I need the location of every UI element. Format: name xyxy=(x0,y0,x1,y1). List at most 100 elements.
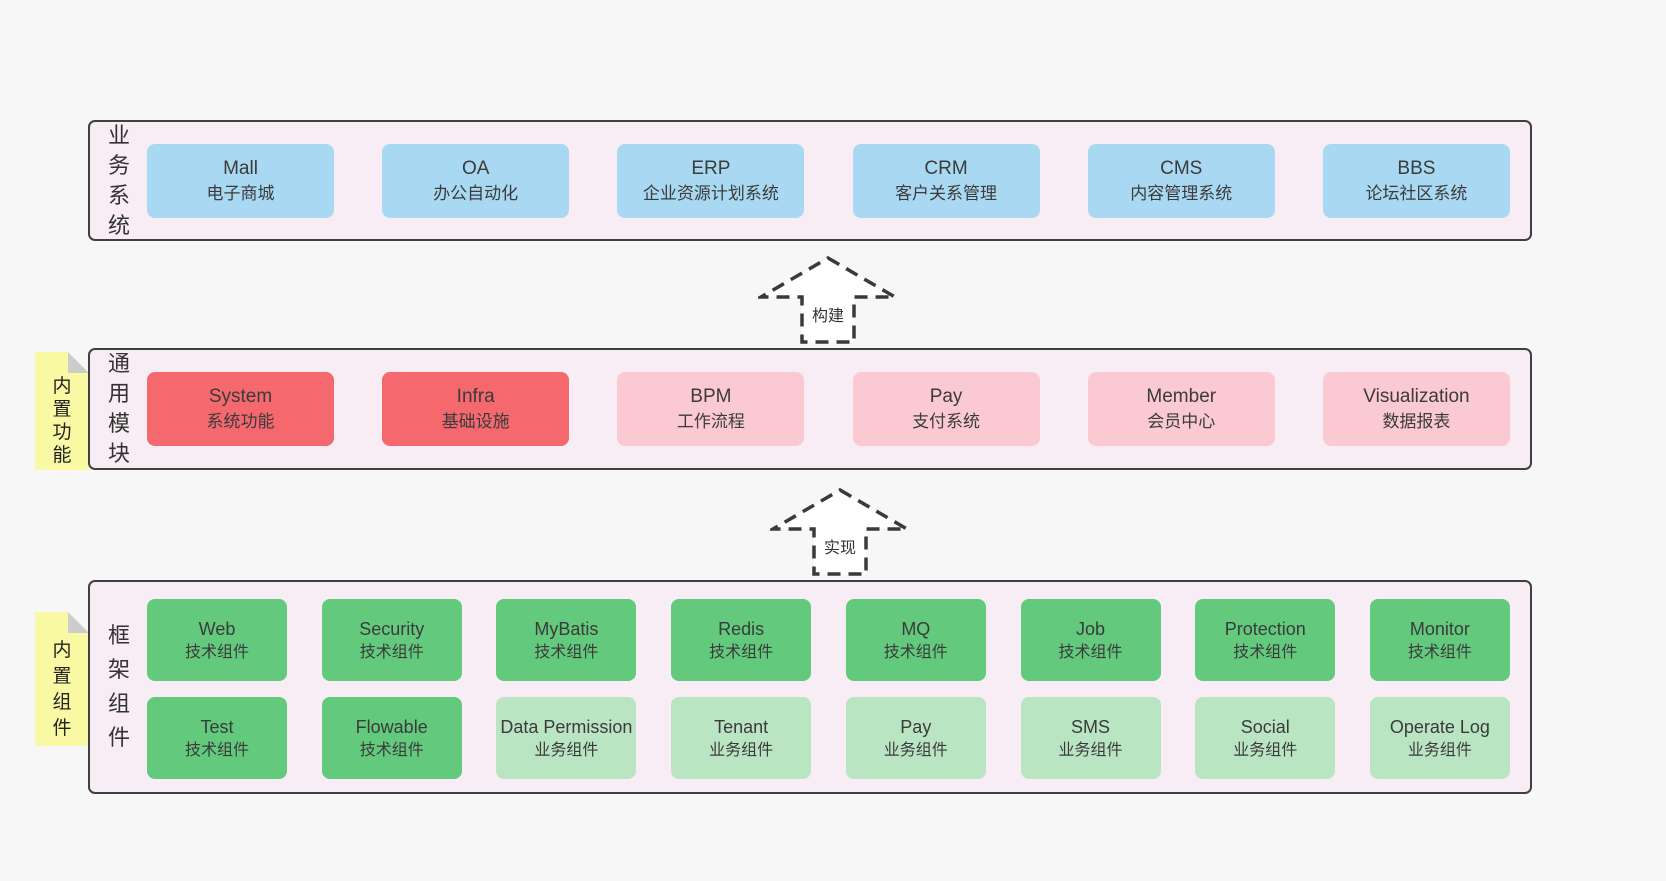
note-label: 内置功能 xyxy=(52,376,72,466)
box-name: Operate Log xyxy=(1389,716,1490,737)
box-name: Web xyxy=(198,618,236,639)
box-name: MQ xyxy=(901,618,931,639)
box-system: System 系统功能 xyxy=(147,372,334,446)
box-name: Protection xyxy=(1224,618,1306,639)
box-mall: Mall 电子商城 xyxy=(147,143,334,218)
box-desc: 会员中心 xyxy=(1147,412,1216,431)
box-name: MyBatis xyxy=(534,618,599,639)
box-desc: 业务组件 xyxy=(1407,741,1472,759)
box-desc: 技术组件 xyxy=(1407,643,1472,661)
box-name: Test xyxy=(200,716,234,737)
box-desc: 业务组件 xyxy=(883,741,948,759)
box-name: Security xyxy=(359,618,425,639)
box-desc: 数据报表 xyxy=(1382,412,1451,431)
box-desc: 技术组件 xyxy=(709,643,774,661)
box-name: CRM xyxy=(924,157,968,179)
box-desc: 业务组件 xyxy=(534,741,599,759)
box-protection: Protection 技术组件 xyxy=(1195,599,1336,681)
box-job: Job 技术组件 xyxy=(1020,599,1161,681)
box-name: BBS xyxy=(1397,157,1436,179)
box-desc: 系统功能 xyxy=(206,412,275,431)
box-desc: 电子商城 xyxy=(206,183,275,203)
up-arrow-dashed-icon xyxy=(758,256,898,344)
component-row-1: Web 技术组件 Security 技术组件 MyBatis 技术组件 Redi… xyxy=(147,599,1510,681)
note-fold-corner xyxy=(68,612,89,633)
box-desc: 技术组件 xyxy=(184,741,249,759)
box-name: Pay xyxy=(900,716,932,737)
box-name: System xyxy=(208,386,273,407)
box-name: BPM xyxy=(690,386,732,407)
box-desc: 技术组件 xyxy=(1233,643,1298,661)
box-visualization: Visualization 数据报表 xyxy=(1322,372,1510,446)
box-test: Test 技术组件 xyxy=(147,697,287,779)
note-fold-corner xyxy=(68,352,89,373)
up-arrow-dashed-icon xyxy=(770,488,910,576)
box-desc: 基础设施 xyxy=(441,412,510,431)
arrow-build: 构建 xyxy=(758,256,898,344)
box-name: Infra xyxy=(456,386,495,407)
box-monitor: Monitor 技术组件 xyxy=(1369,599,1510,681)
module-boxes-row: System 系统功能 Infra 基础设施 BPM 工作流程 Pay 支付系统… xyxy=(147,350,1510,468)
component-rows: Web 技术组件 Security 技术组件 MyBatis 技术组件 Redi… xyxy=(147,582,1510,792)
box-desc: 内容管理系统 xyxy=(1130,183,1233,203)
box-crm: CRM 客户关系管理 xyxy=(852,143,1040,218)
box-pay-system: Pay 支付系统 xyxy=(852,372,1040,446)
arrow-label: 实现 xyxy=(821,534,859,558)
box-name: SMS xyxy=(1071,716,1111,737)
box-name: Tenant xyxy=(714,716,769,737)
box-data-permission: Data Permission 业务组件 xyxy=(496,697,637,779)
box-erp: ERP 企业资源计划系统 xyxy=(617,143,805,218)
box-desc: 技术组件 xyxy=(534,643,599,661)
box-member: Member 会员中心 xyxy=(1087,372,1275,446)
box-name: CMS xyxy=(1160,157,1203,179)
box-web: Web 技术组件 xyxy=(147,599,287,681)
box-name: OA xyxy=(461,157,490,179)
box-name: Mall xyxy=(223,157,258,179)
box-infra: Infra 基础设施 xyxy=(382,372,570,446)
box-desc: 企业资源计划系统 xyxy=(642,183,779,203)
box-name: Data Permission xyxy=(500,716,633,737)
box-desc: 技术组件 xyxy=(359,643,424,661)
arrow-implement: 实现 xyxy=(770,488,910,576)
box-desc: 技术组件 xyxy=(883,643,948,661)
box-desc: 办公自动化 xyxy=(433,183,519,203)
box-operate-log: Operate Log 业务组件 xyxy=(1369,697,1510,779)
box-desc: 支付系统 xyxy=(912,412,981,431)
box-social: Social 业务组件 xyxy=(1195,697,1336,779)
panel-title-vertical: 业务系统 xyxy=(107,122,130,238)
box-tenant: Tenant 业务组件 xyxy=(671,697,812,779)
arrow-label: 构建 xyxy=(809,302,847,326)
box-desc: 业务组件 xyxy=(1058,741,1123,759)
box-mq: MQ 技术组件 xyxy=(845,599,986,681)
box-desc: 论坛社区系统 xyxy=(1365,183,1468,203)
sticky-note-builtin-components: 内置组件 xyxy=(35,612,89,746)
box-security: Security 技术组件 xyxy=(321,599,462,681)
box-bpm: BPM 工作流程 xyxy=(617,372,805,446)
box-desc: 技术组件 xyxy=(359,741,424,759)
component-row-2: Test 技术组件 Flowable 技术组件 Data Permission … xyxy=(147,697,1510,779)
panel-title-vertical: 框架组件 xyxy=(107,623,130,750)
box-name: Redis xyxy=(718,618,765,639)
box-name: ERP xyxy=(691,157,731,179)
box-name: Visualization xyxy=(1363,386,1470,407)
box-oa: OA 办公自动化 xyxy=(382,143,570,218)
box-sms: SMS 业务组件 xyxy=(1020,697,1161,779)
box-desc: 业务组件 xyxy=(709,741,774,759)
box-desc: 技术组件 xyxy=(184,643,249,661)
box-desc: 业务组件 xyxy=(1233,741,1298,759)
box-mybatis: MyBatis 技术组件 xyxy=(496,599,637,681)
box-pay-component: Pay 业务组件 xyxy=(845,697,986,779)
box-bbs: BBS 论坛社区系统 xyxy=(1322,143,1510,218)
box-name: Social xyxy=(1240,716,1290,737)
business-boxes-row: Mall 电子商城 OA 办公自动化 ERP 企业资源计划系统 CRM 客户关系… xyxy=(147,122,1510,239)
box-cms: CMS 内容管理系统 xyxy=(1087,143,1275,218)
box-desc: 客户关系管理 xyxy=(895,183,998,203)
panel-framework-components: 框架组件 Web 技术组件 Security 技术组件 MyBatis 技术组件… xyxy=(88,580,1532,794)
box-desc: 技术组件 xyxy=(1058,643,1123,661)
panel-title-vertical: 通用模块 xyxy=(107,351,130,466)
panel-business-systems: 业务系统 Mall 电子商城 OA 办公自动化 ERP 企业资源计划系统 CRM… xyxy=(88,120,1532,241)
box-desc: 工作流程 xyxy=(676,412,745,431)
panel-common-modules: 通用模块 System 系统功能 Infra 基础设施 BPM 工作流程 Pay… xyxy=(88,348,1532,470)
box-name: Pay xyxy=(929,386,963,407)
